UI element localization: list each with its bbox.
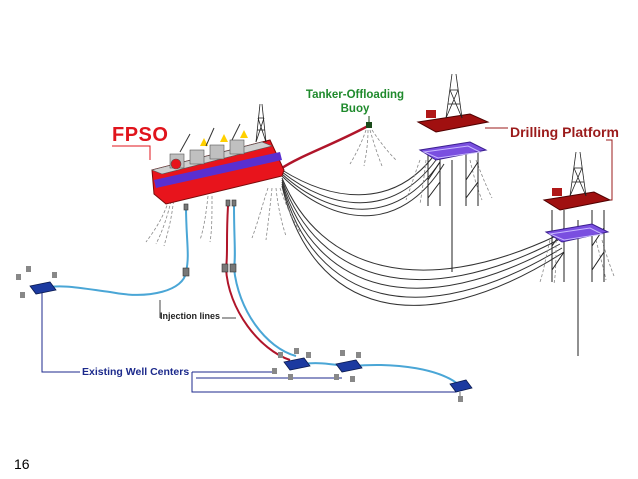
riser-to-platform-2e xyxy=(281,185,565,306)
production-riser-red xyxy=(224,205,291,361)
fpso-callout-line xyxy=(112,145,151,160)
flowline-well-b-c xyxy=(351,363,459,385)
well-center-left xyxy=(16,266,57,298)
buoy-label: Tanker-Offloading Buoy xyxy=(300,88,410,116)
well-center-b xyxy=(334,350,363,382)
riser-connectors xyxy=(182,199,237,277)
riser-to-platform-1b xyxy=(281,159,437,204)
well-center-c xyxy=(449,379,473,402)
mooring-lines xyxy=(145,129,615,285)
riser-to-platform-2a xyxy=(281,177,557,271)
riser-to-platform-1d xyxy=(281,163,445,217)
buoy-label-line2: Buoy xyxy=(340,103,370,115)
fpso-flare-yellow-2 xyxy=(220,134,228,142)
fpso-flare-yellow-1 xyxy=(200,138,208,146)
fpso-module-3 xyxy=(209,144,225,160)
export-line-buoy xyxy=(281,124,369,170)
well-center-a xyxy=(272,348,311,380)
buoy-label-line1: Tanker-Offloading xyxy=(305,89,405,101)
well-center-bracket-left xyxy=(41,290,80,373)
well-center-bracket-bottom xyxy=(191,372,456,393)
fpso-module-2 xyxy=(189,149,205,165)
riser-to-platform-1c xyxy=(281,161,441,210)
offloading-buoy xyxy=(366,116,372,128)
drilling-callout-line-2 xyxy=(600,139,613,201)
existing-well-centers-label: Existing Well Centers xyxy=(82,366,190,378)
fpso-cranes xyxy=(179,123,241,153)
riser-to-platform-2c xyxy=(281,181,561,289)
injection-lines-label: Injection lines xyxy=(160,311,221,321)
drilling-platform-1 xyxy=(416,73,490,272)
fpso-derrick xyxy=(255,103,267,143)
drilling-platform-2 xyxy=(542,151,612,356)
fpso-module-4 xyxy=(229,139,245,155)
risers xyxy=(43,124,565,385)
riser-to-platform-2d xyxy=(281,183,563,298)
fpso-vessel xyxy=(151,103,285,205)
fpso-label: FPSO xyxy=(112,124,169,146)
fpso-stripe xyxy=(154,152,282,188)
page-number: 16 xyxy=(14,456,30,472)
drilling-platform-label: Drilling Platform xyxy=(510,124,619,140)
fpso-helideck xyxy=(170,158,182,170)
production-riser-blue xyxy=(232,205,297,357)
callout-lines xyxy=(41,127,613,393)
fpso-flare-yellow-3 xyxy=(240,130,248,138)
riser-to-platform-1a xyxy=(281,157,433,196)
riser-to-platform-2b xyxy=(281,179,559,280)
injection-line-left xyxy=(43,205,189,296)
